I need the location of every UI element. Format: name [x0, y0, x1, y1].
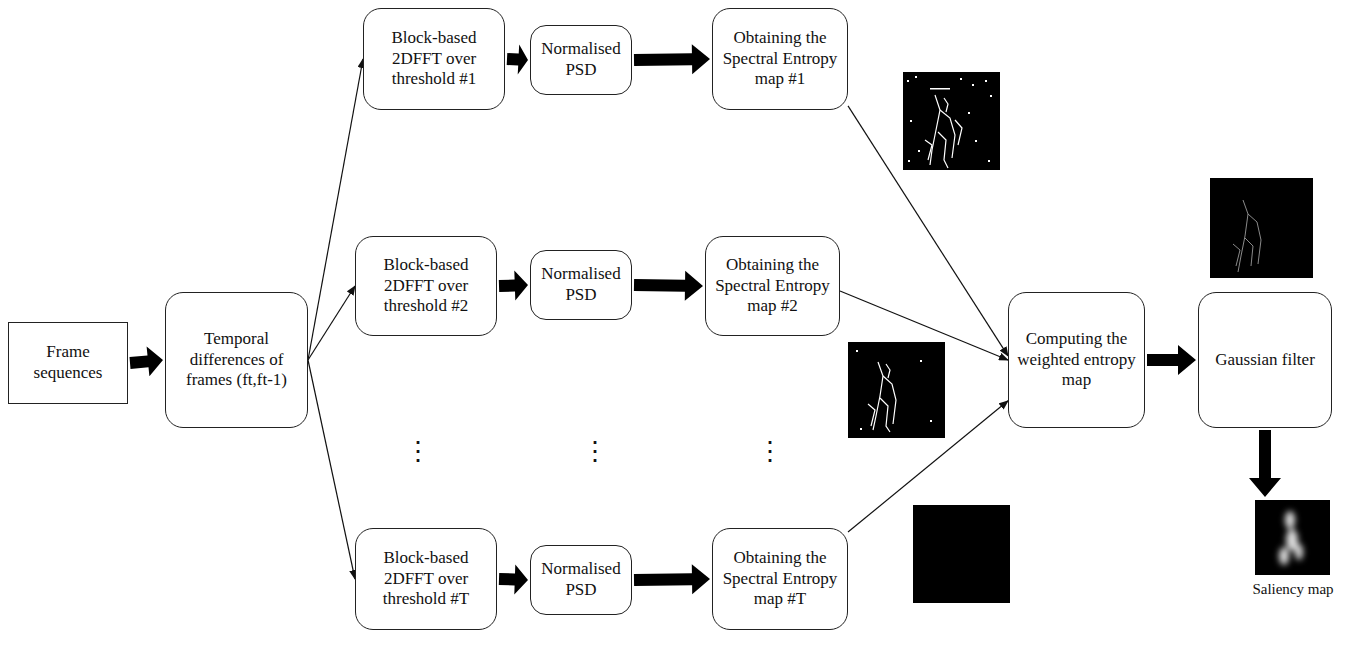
ellipsis-mark: ⋮ [404, 436, 432, 467]
box-text: Frame sequences [16, 342, 120, 383]
process-box: Obtaining the Spectral Entropy map #T [712, 528, 848, 630]
entropy-map-thumbnail [848, 342, 945, 438]
box-text: Temporal differences of frames (ft,ft-1) [173, 329, 300, 391]
process-box: Temporal differences of frames (ft,ft-1) [165, 292, 308, 428]
box-text: Gaussian filter [1215, 350, 1315, 371]
box-text: Normalised PSD [538, 264, 624, 305]
flow-arrow [1249, 430, 1281, 497]
process-box: Gaussian filter [1198, 292, 1332, 428]
box-text: Obtaining the Spectral Entropy map #2 [713, 255, 832, 317]
process-box: Block-based 2DFFT over threshold #T [355, 528, 497, 630]
flow-arrow [634, 271, 703, 301]
entropy-map-thumbnail [913, 505, 1010, 603]
ellipsis-mark: ⋮ [756, 436, 784, 467]
flow-arrow [634, 44, 710, 74]
process-box: Computing the weighted entropy map [1008, 292, 1145, 428]
connector-line [308, 360, 355, 579]
box-text: Normalised PSD [538, 39, 624, 80]
connector-line [308, 286, 355, 360]
box-text: Block-based 2DFFT over threshold #T [363, 548, 489, 610]
flow-arrow [130, 346, 164, 376]
process-box: Obtaining the Spectral Entropy map #1 [712, 8, 848, 110]
process-box: Normalised PSD [530, 250, 632, 320]
flow-arrow [634, 564, 710, 594]
box-text: Block-based 2DFFT over threshold #2 [363, 255, 489, 317]
process-box: Block-based 2DFFT over threshold #1 [363, 8, 505, 110]
entropy-map-thumbnail [903, 72, 1000, 170]
box-text: Computing the weighted entropy map [1016, 329, 1137, 391]
box-text: Obtaining the Spectral Entropy map #T [720, 548, 840, 610]
input-box: Frame sequences [8, 322, 128, 404]
ellipsis-mark: ⋮ [581, 436, 609, 467]
flow-arrow [499, 565, 528, 595]
process-box: Normalised PSD [530, 545, 632, 615]
weighted-map-thumbnail [1210, 178, 1313, 278]
box-text: Normalised PSD [538, 559, 624, 600]
output-label: Saliency map [1237, 581, 1349, 598]
box-text: Obtaining the Spectral Entropy map #1 [720, 28, 840, 90]
saliency-map-thumbnail [1255, 500, 1330, 575]
process-box: Block-based 2DFFT over threshold #2 [355, 236, 497, 336]
flow-arrow [507, 45, 528, 75]
flow-arrow [499, 271, 528, 301]
process-box: Obtaining the Spectral Entropy map #2 [705, 236, 840, 336]
flow-arrow [1147, 345, 1196, 375]
box-text: Block-based 2DFFT over threshold #1 [371, 28, 497, 90]
process-box: Normalised PSD [530, 25, 632, 95]
